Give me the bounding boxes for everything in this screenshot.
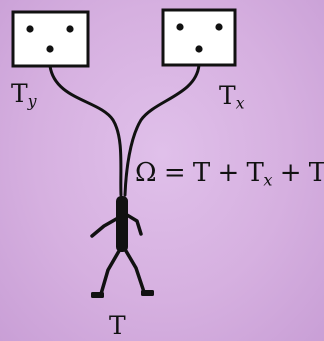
label-t: T xyxy=(109,311,126,340)
figure-right-arm xyxy=(125,213,143,236)
figure-left-leg xyxy=(99,249,121,296)
label-ty-sub: y xyxy=(27,92,37,111)
left-wire xyxy=(48,64,123,197)
right-outlet-hole-2 xyxy=(215,23,223,31)
left-outlet-hole-2 xyxy=(66,25,74,33)
equation-lhs: Ω = T + T xyxy=(135,158,264,188)
left-outlet-box xyxy=(11,10,90,68)
figure-right-foot xyxy=(141,290,154,296)
figure-left-arm xyxy=(90,216,120,238)
figure-body xyxy=(116,196,128,252)
figure-right-leg xyxy=(124,249,146,294)
figure-left-foot xyxy=(91,292,104,298)
label-ty-base: T xyxy=(11,79,28,108)
right-outlet-hole-3 xyxy=(195,45,203,53)
equation-mid: + T xyxy=(271,158,324,188)
right-wire xyxy=(123,63,201,197)
equation-sub-x: x xyxy=(263,170,272,190)
label-tx-base: T xyxy=(219,81,236,110)
left-outlet-hole-1 xyxy=(26,25,34,33)
label-tx-sub: x xyxy=(235,94,245,113)
stick-figure xyxy=(90,196,154,298)
right-outlet-hole-1 xyxy=(176,23,184,31)
equation: Ω = T + Tx + Ty xyxy=(135,160,324,189)
left-outlet-hole-3 xyxy=(46,45,54,53)
label-tx: Tx xyxy=(219,83,244,112)
label-ty: Ty xyxy=(11,81,36,110)
right-outlet-box xyxy=(161,8,237,67)
